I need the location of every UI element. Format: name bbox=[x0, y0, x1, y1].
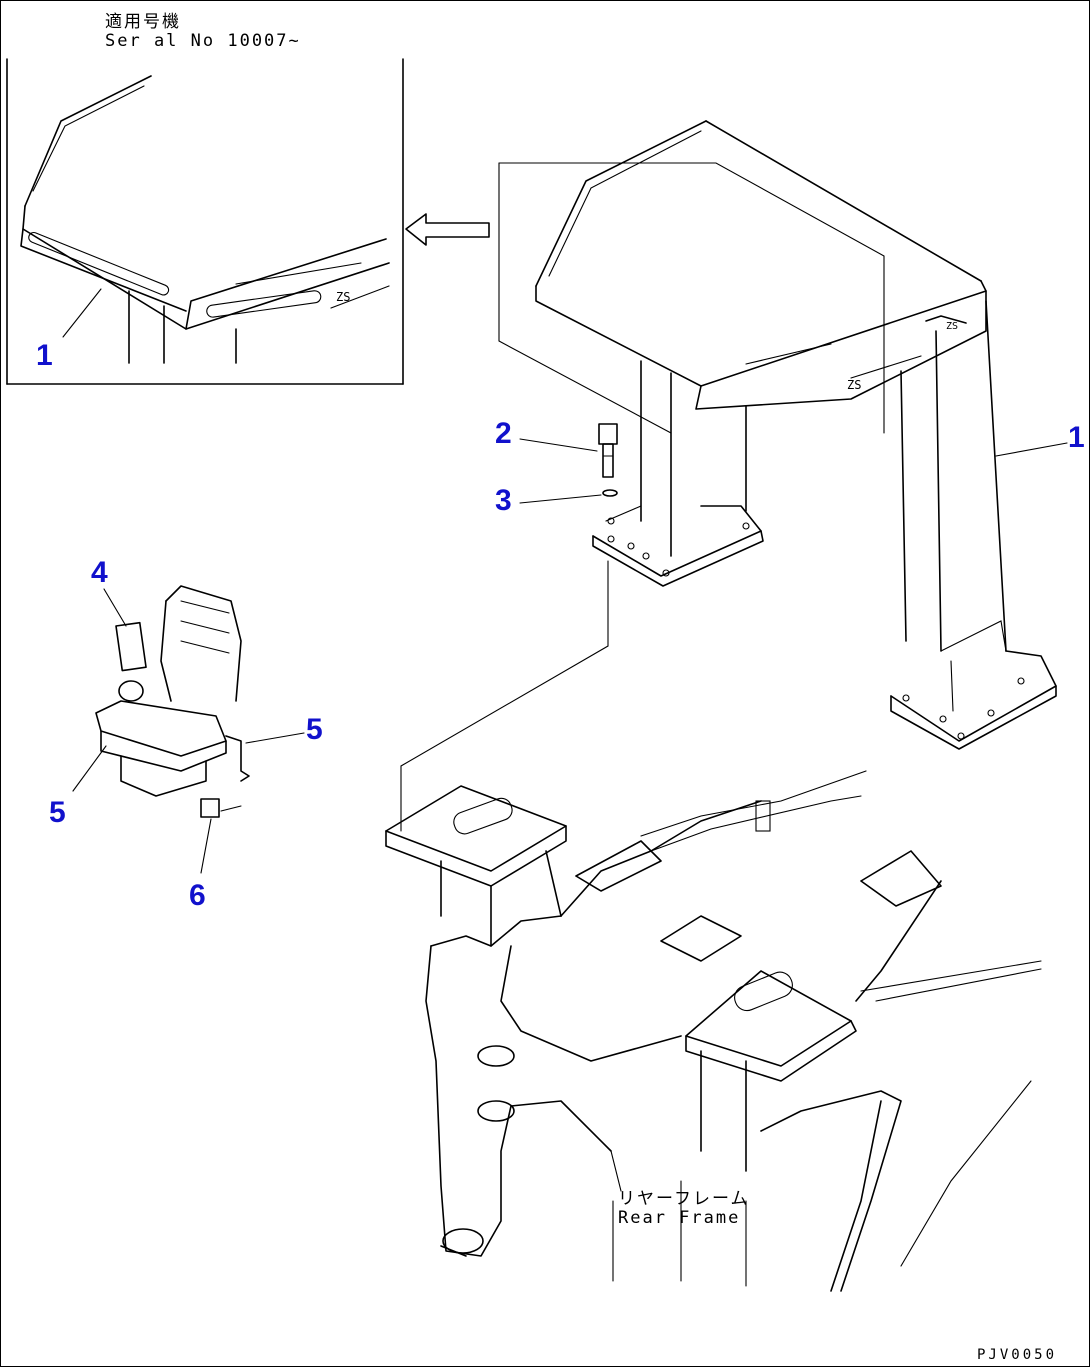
inset-canopy-drawing: ZS bbox=[20, 75, 390, 364]
bolt-and-washer bbox=[400, 423, 618, 832]
rear-frame-label-jp: リヤーフレーム bbox=[618, 1189, 750, 1209]
callout-washer-3: 3 bbox=[495, 484, 512, 517]
leader-main-1 bbox=[995, 442, 1068, 457]
rear-frame-label-en: Rear Frame bbox=[618, 1208, 741, 1228]
svg-text:ZS: ZS bbox=[336, 290, 350, 304]
callout-bracket-5-right: 5 bbox=[306, 713, 323, 746]
canopy-drawing: ZS ZS bbox=[498, 120, 1057, 750]
callout-canopy-1: 1 bbox=[1068, 421, 1085, 454]
callout-inset-1: 1 bbox=[36, 339, 53, 372]
applicable-models-label: 適用号機 bbox=[105, 12, 181, 32]
svg-text:ZS: ZS bbox=[847, 378, 861, 392]
callout-seatbelt-4: 4 bbox=[91, 556, 108, 589]
callout-bracket-5-left: 5 bbox=[49, 796, 66, 829]
operator-seat-drawing bbox=[72, 585, 305, 874]
callout-bolt-2: 2 bbox=[495, 417, 512, 450]
serial-number-label: Ser al No 10007~ bbox=[105, 31, 301, 51]
drawing-code: PJV0050 bbox=[977, 1347, 1058, 1363]
callout-bolt-6: 6 bbox=[189, 879, 206, 912]
rear-frame-drawing bbox=[385, 770, 1042, 1292]
svg-text:ZS: ZS bbox=[946, 321, 958, 332]
inset-frame bbox=[6, 58, 404, 385]
detail-arrow bbox=[405, 213, 490, 246]
